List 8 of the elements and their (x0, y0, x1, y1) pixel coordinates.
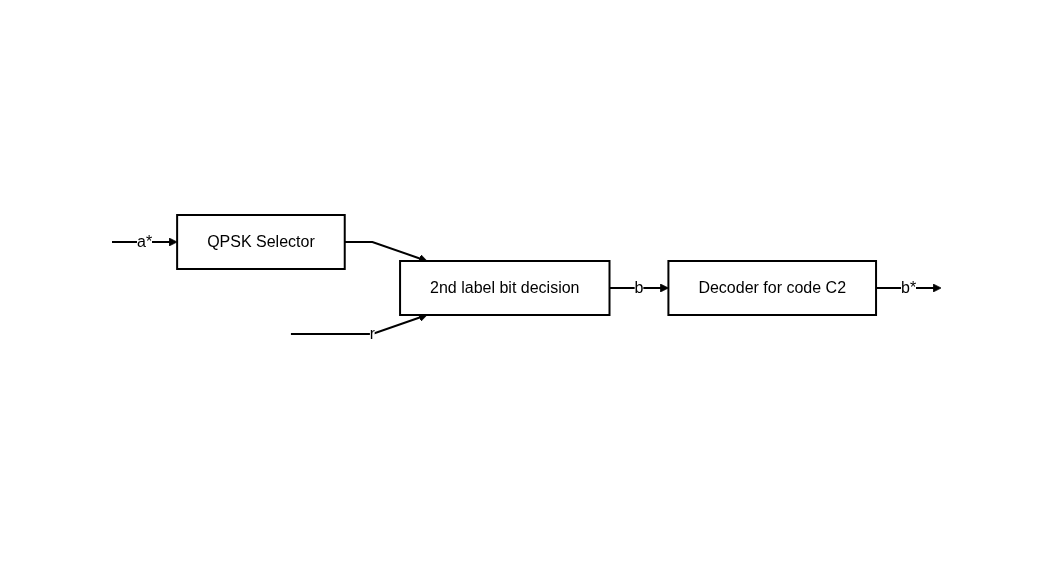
node-box: 2nd label bit decision (398, 260, 611, 316)
arrow (110, 237, 178, 247)
node-box: Decoder for code C2 (667, 260, 877, 316)
edge-label: b* (900, 279, 917, 296)
edge-label: a* (136, 233, 153, 250)
edge-label: b (634, 279, 644, 296)
node-box: QPSK Selector (176, 214, 346, 270)
edge-label: r (369, 325, 375, 342)
